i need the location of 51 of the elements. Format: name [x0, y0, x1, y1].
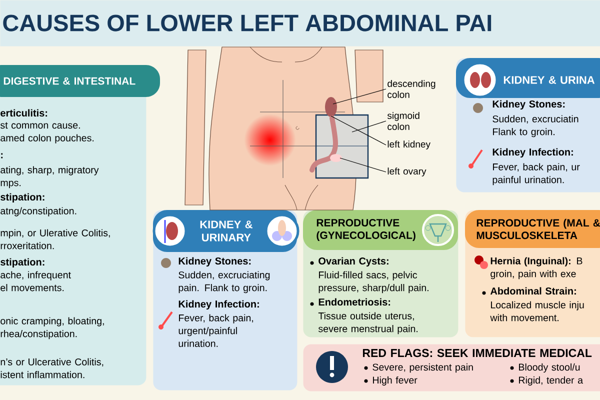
item-text: st common cause. amed colon pouches. — [0, 122, 94, 144]
header-text: REPRODUCTIVE (GYNECOLOGICAL) — [316, 219, 416, 241]
item-text: Sudden, excruciating pain. Flank to groin. — [178, 271, 270, 294]
organ-label: left kidney — [388, 140, 430, 150]
item-title: stipation: — [0, 258, 44, 268]
leader-line — [340, 158, 386, 172]
item-text: ating, sharp, migratory mps. — [0, 166, 99, 188]
item-text: mpin, or Ulerative Colitis, rroxeritation. — [0, 229, 110, 250]
header-text: REPRODUCTIVE (MAL & MUSCULOSKELETA — [476, 218, 600, 240]
header-text: KIDNEY & URINARY — [200, 220, 252, 242]
leader-line — [330, 116, 386, 146]
item-text: atng/constipation. — [0, 207, 76, 216]
item-title: erticulitis: — [0, 109, 48, 117]
bullet-text: Bloody stool/u — [519, 363, 580, 373]
item-text: ache, infrequent el movements. — [0, 271, 71, 292]
organ-label: sigmoid colon — [387, 112, 420, 130]
header-text: DIGESTIVE & INTESTINAL — [4, 77, 136, 85]
warning-banner — [303, 344, 600, 392]
item-text: Localized muscle inju with movement. — [490, 301, 584, 322]
item-text: Sudden, excruciatin Flank to groin. — [492, 115, 578, 138]
item-title: stipation: — [0, 193, 44, 203]
card — [456, 58, 600, 192]
item-title: Kidney Stones: — [178, 257, 251, 267]
item-title: : — [1, 153, 3, 158]
warning-heading: RED FLAGS: SEEK IMMEDIATE MEDICAL — [362, 348, 592, 358]
torso-drawing — [184, 46, 384, 210]
item-title: Kidney Infection: — [492, 148, 573, 158]
bullet-text: Rigid, tender a — [519, 376, 584, 386]
header-text: KIDNEY & URINA — [504, 76, 595, 84]
item-text: Fever, back pain, ur painful urination. — [492, 163, 580, 186]
item-title: Kidney Stones: — [492, 100, 565, 110]
leader-line — [352, 120, 386, 132]
item-text: onic cramping, bloating, rhea/constipation. — [0, 317, 104, 340]
item-text: n’s or Ulcerative Colitis, istent inflammation. — [0, 358, 104, 378]
item-text: Fever, back pain, urgent/painful urination. — [178, 314, 254, 347]
organ-label: left ovary — [388, 168, 426, 176]
item-title: Endometriosis: — [318, 298, 390, 306]
card — [303, 210, 458, 338]
card — [153, 210, 298, 390]
item-text: Tissue outside uterus, severe menstrual pain. — [318, 312, 418, 334]
item-text: Fluid-filled sacs, pelvic pressure, sharp/dull pain. — [318, 271, 428, 294]
item-title: Kidney Infection: — [178, 300, 259, 310]
item-title: Abdominal Strain: — [490, 287, 576, 295]
card — [0, 65, 160, 386]
organ-label: descending colon — [388, 80, 436, 98]
bullet-text: High fever — [373, 376, 418, 386]
bullet-text: Severe, persistent pain — [372, 363, 473, 373]
item-title: Ovarian Cysts: — [318, 257, 388, 267]
title-banner: CAUSES OF LOWER LEFT ABDOMINAL PAI — [0, 0, 600, 46]
card — [465, 210, 600, 338]
item-text: Hernia (Inguinal): B groin, pain with exe — [490, 257, 582, 280]
